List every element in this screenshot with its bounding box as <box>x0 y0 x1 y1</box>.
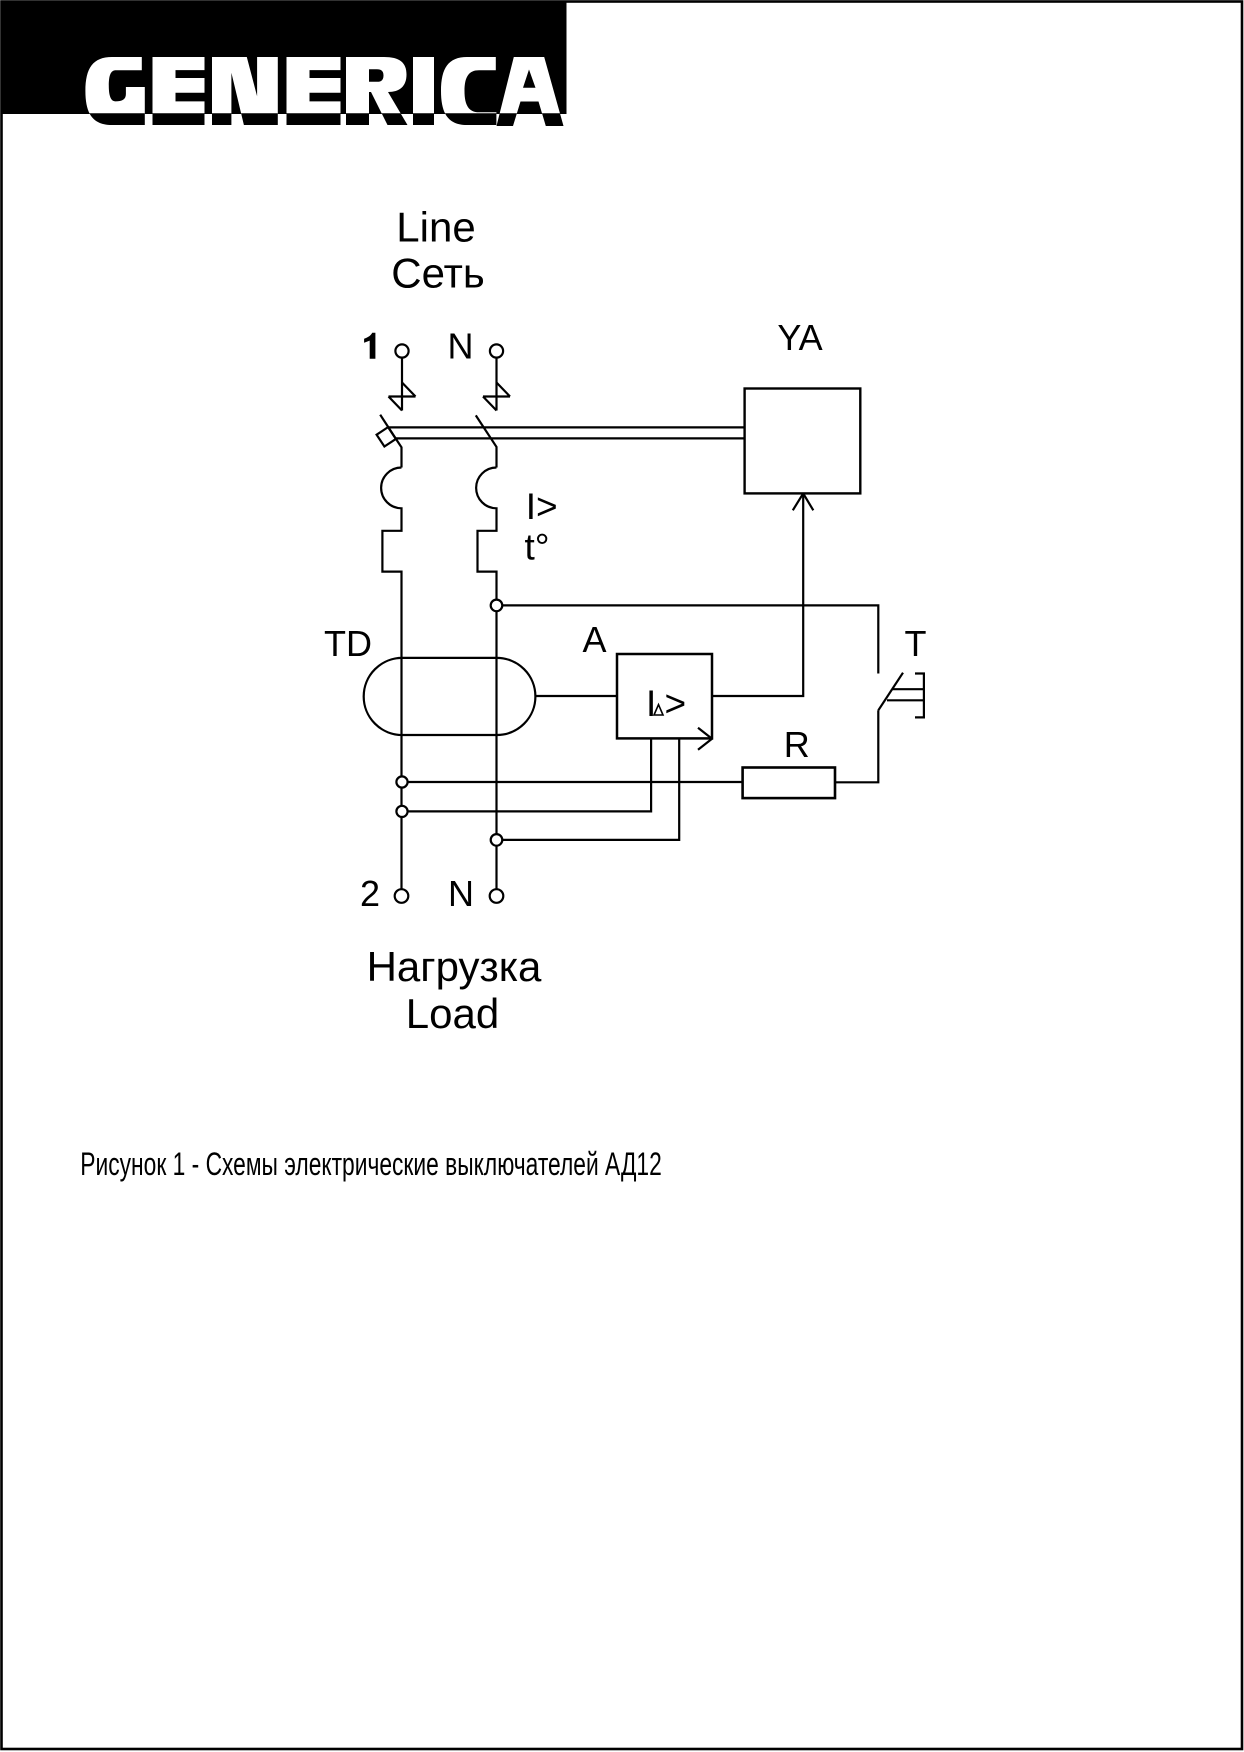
svg-text:I>: I> <box>526 486 558 527</box>
svg-text:R: R <box>784 724 810 765</box>
svg-text:Line: Line <box>396 203 475 250</box>
svg-text:2: 2 <box>360 873 380 914</box>
svg-text:A: A <box>582 619 606 660</box>
svg-text:T: T <box>905 623 927 664</box>
svg-text:Сеть: Сеть <box>391 250 484 297</box>
svg-text:YA: YA <box>777 317 822 358</box>
svg-text:I: I <box>646 683 656 724</box>
svg-text:t°: t° <box>525 527 550 568</box>
svg-text:N: N <box>448 326 474 367</box>
svg-text:>: > <box>665 683 687 724</box>
svg-text:TD: TD <box>324 623 372 664</box>
svg-text:N: N <box>448 873 474 914</box>
svg-text:Рисунок 1 - Схемы электрически: Рисунок 1 - Схемы электрические выключат… <box>80 1146 662 1182</box>
svg-text:Load: Load <box>406 990 499 1037</box>
svg-text:Нагрузка: Нагрузка <box>367 943 542 990</box>
